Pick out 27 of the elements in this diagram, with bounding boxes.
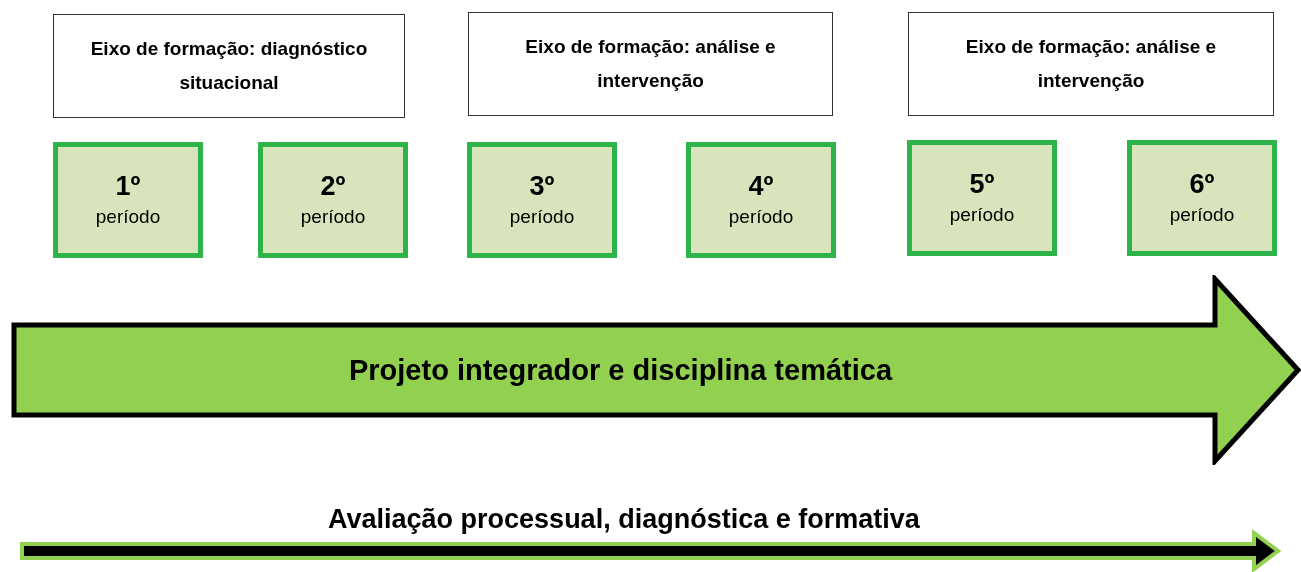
- period-label: período: [1169, 203, 1235, 227]
- axis-box: [908, 12, 1274, 116]
- band-title: Projeto integrador e disciplina temática: [348, 353, 893, 387]
- period-number: 3º: [529, 170, 555, 203]
- period-box: [467, 142, 617, 258]
- period-number: 6º: [1189, 168, 1215, 201]
- arrow-band: [10, 275, 1301, 465]
- period-label: período: [728, 205, 794, 229]
- period-box: [1127, 140, 1277, 256]
- period-label: período: [95, 205, 161, 229]
- period-box: [686, 142, 836, 258]
- period-number: 5º: [969, 168, 995, 201]
- timeline-label: Avaliação processual, diagnóstica e formativa: [328, 504, 920, 535]
- period-label: período: [949, 203, 1015, 227]
- axis-box: [53, 14, 405, 118]
- axis-title: Eixo de formação: análise e intervenção: [524, 35, 777, 93]
- period-label: período: [509, 205, 575, 229]
- period-box: [907, 140, 1057, 256]
- axis-title: Eixo de formação: análise e intervenção: [964, 35, 1218, 93]
- axis-box: [468, 12, 833, 116]
- period-box: [53, 142, 203, 258]
- period-label: período: [300, 205, 366, 229]
- period-number: 1º: [115, 170, 141, 203]
- period-number: 2º: [320, 170, 346, 203]
- period-box: [258, 142, 408, 258]
- period-number: 4º: [748, 170, 774, 203]
- axis-title: Eixo de formação: diagnóstico situacional: [89, 37, 369, 95]
